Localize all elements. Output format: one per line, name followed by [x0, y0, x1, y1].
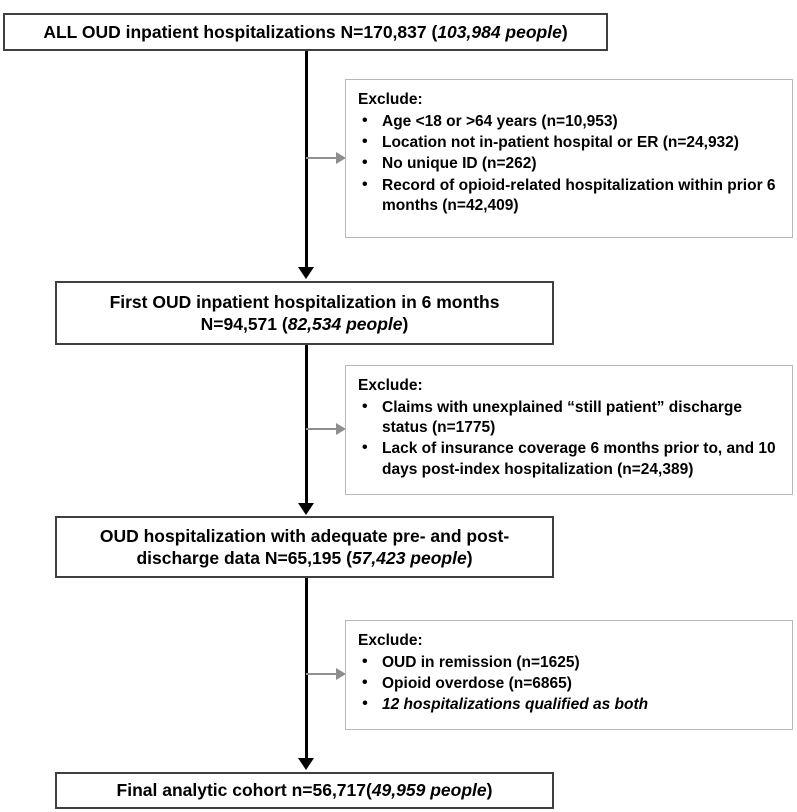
- cohort-box-1-text: ALL OUD inpatient hospitalizations N=170…: [43, 21, 567, 43]
- box1-tail: ): [561, 21, 568, 42]
- cohort-box-4-text: Final analytic cohort n=56,717(49,959 pe…: [117, 779, 493, 801]
- exclusion-connector-3-head: [336, 668, 346, 680]
- exclusion-box-1: Exclude: Age <18 or >64 years (n=10,953)…: [345, 79, 793, 238]
- box1-plain: ALL OUD inpatient hospitalizations N=170…: [43, 21, 438, 42]
- flow-arrow-1-head: [298, 267, 314, 279]
- exclusion-item: Lack of insurance coverage 6 months prio…: [358, 438, 782, 479]
- exclusion-item: Claims with unexplained “still patient” …: [358, 397, 782, 438]
- cohort-box-adequate-data: OUD hospitalization with adequate pre- a…: [55, 516, 554, 578]
- exclusion-box-3-title: Exclude:: [358, 632, 423, 649]
- box4-tail: ): [486, 780, 493, 801]
- exclusion-item: Opioid overdose (n=6865): [358, 673, 782, 694]
- cohort-box-first-hospitalization: First OUD inpatient hospitalization in 6…: [55, 281, 554, 345]
- exclusion-item: OUD in remission (n=1625): [358, 652, 782, 673]
- exclusion-connector-3-line: [306, 673, 337, 675]
- cohort-box-3-text: OUD hospitalization with adequate pre- a…: [100, 525, 509, 570]
- exclusion-box-3-list: OUD in remission (n=1625) Opioid overdos…: [358, 652, 782, 715]
- box2-line1: First OUD inpatient hospitalization in 6…: [109, 291, 500, 312]
- box1-people: 103,984 people: [437, 21, 562, 42]
- box3-plain: discharge data N=65,195 (: [136, 548, 352, 568]
- exclusion-connector-1-line: [306, 157, 337, 159]
- exclusion-box-2-title: Exclude:: [358, 377, 423, 394]
- exclusion-box-1-title: Exclude:: [358, 91, 423, 108]
- exclusion-box-2: Exclude: Claims with unexplained “still …: [345, 365, 793, 495]
- flow-arrow-3-head: [298, 758, 314, 770]
- cohort-box-2-text: First OUD inpatient hospitalization in 6…: [110, 291, 500, 336]
- flow-arrow-3-line: [305, 578, 308, 760]
- box2-tail: ): [402, 314, 409, 334]
- exclusion-item: Age <18 or >64 years (n=10,953): [358, 111, 782, 132]
- cohort-box-all-hospitalizations: ALL OUD inpatient hospitalizations N=170…: [3, 13, 608, 51]
- flow-arrow-1-line: [305, 51, 308, 269]
- box3-tail: ): [466, 548, 473, 568]
- exclusion-connector-2-head: [336, 423, 346, 435]
- box2-people: 82,534 people: [287, 314, 403, 334]
- box3-line1: OUD hospitalization with adequate pre- a…: [99, 525, 510, 546]
- exclusion-item: No unique ID (n=262): [358, 153, 782, 174]
- exclusion-connector-2-line: [306, 428, 337, 430]
- exclusion-item: Location not in-patient hospital or ER (…: [358, 132, 782, 153]
- box3-people: 57,423 people: [351, 548, 467, 568]
- box4-plain: Final analytic cohort n=56,717(: [116, 780, 372, 801]
- cohort-box-final-analytic: Final analytic cohort n=56,717(49,959 pe…: [55, 772, 554, 809]
- exclusion-box-3: Exclude: OUD in remission (n=1625) Opioi…: [345, 620, 793, 730]
- flow-arrow-2-head: [298, 503, 314, 515]
- box2-plain: N=94,571 (: [200, 314, 288, 334]
- box4-people: 49,959 people: [371, 780, 487, 801]
- exclusion-box-2-list: Claims with unexplained “still patient” …: [358, 397, 782, 480]
- exclusion-item: Record of opioid-related hospitalization…: [358, 175, 782, 216]
- exclusion-item: 12 hospitalizations qualified as both: [358, 694, 782, 715]
- exclusion-box-1-list: Age <18 or >64 years (n=10,953) Location…: [358, 111, 782, 216]
- exclusion-connector-1-head: [336, 152, 346, 164]
- flow-arrow-2-line: [305, 345, 308, 505]
